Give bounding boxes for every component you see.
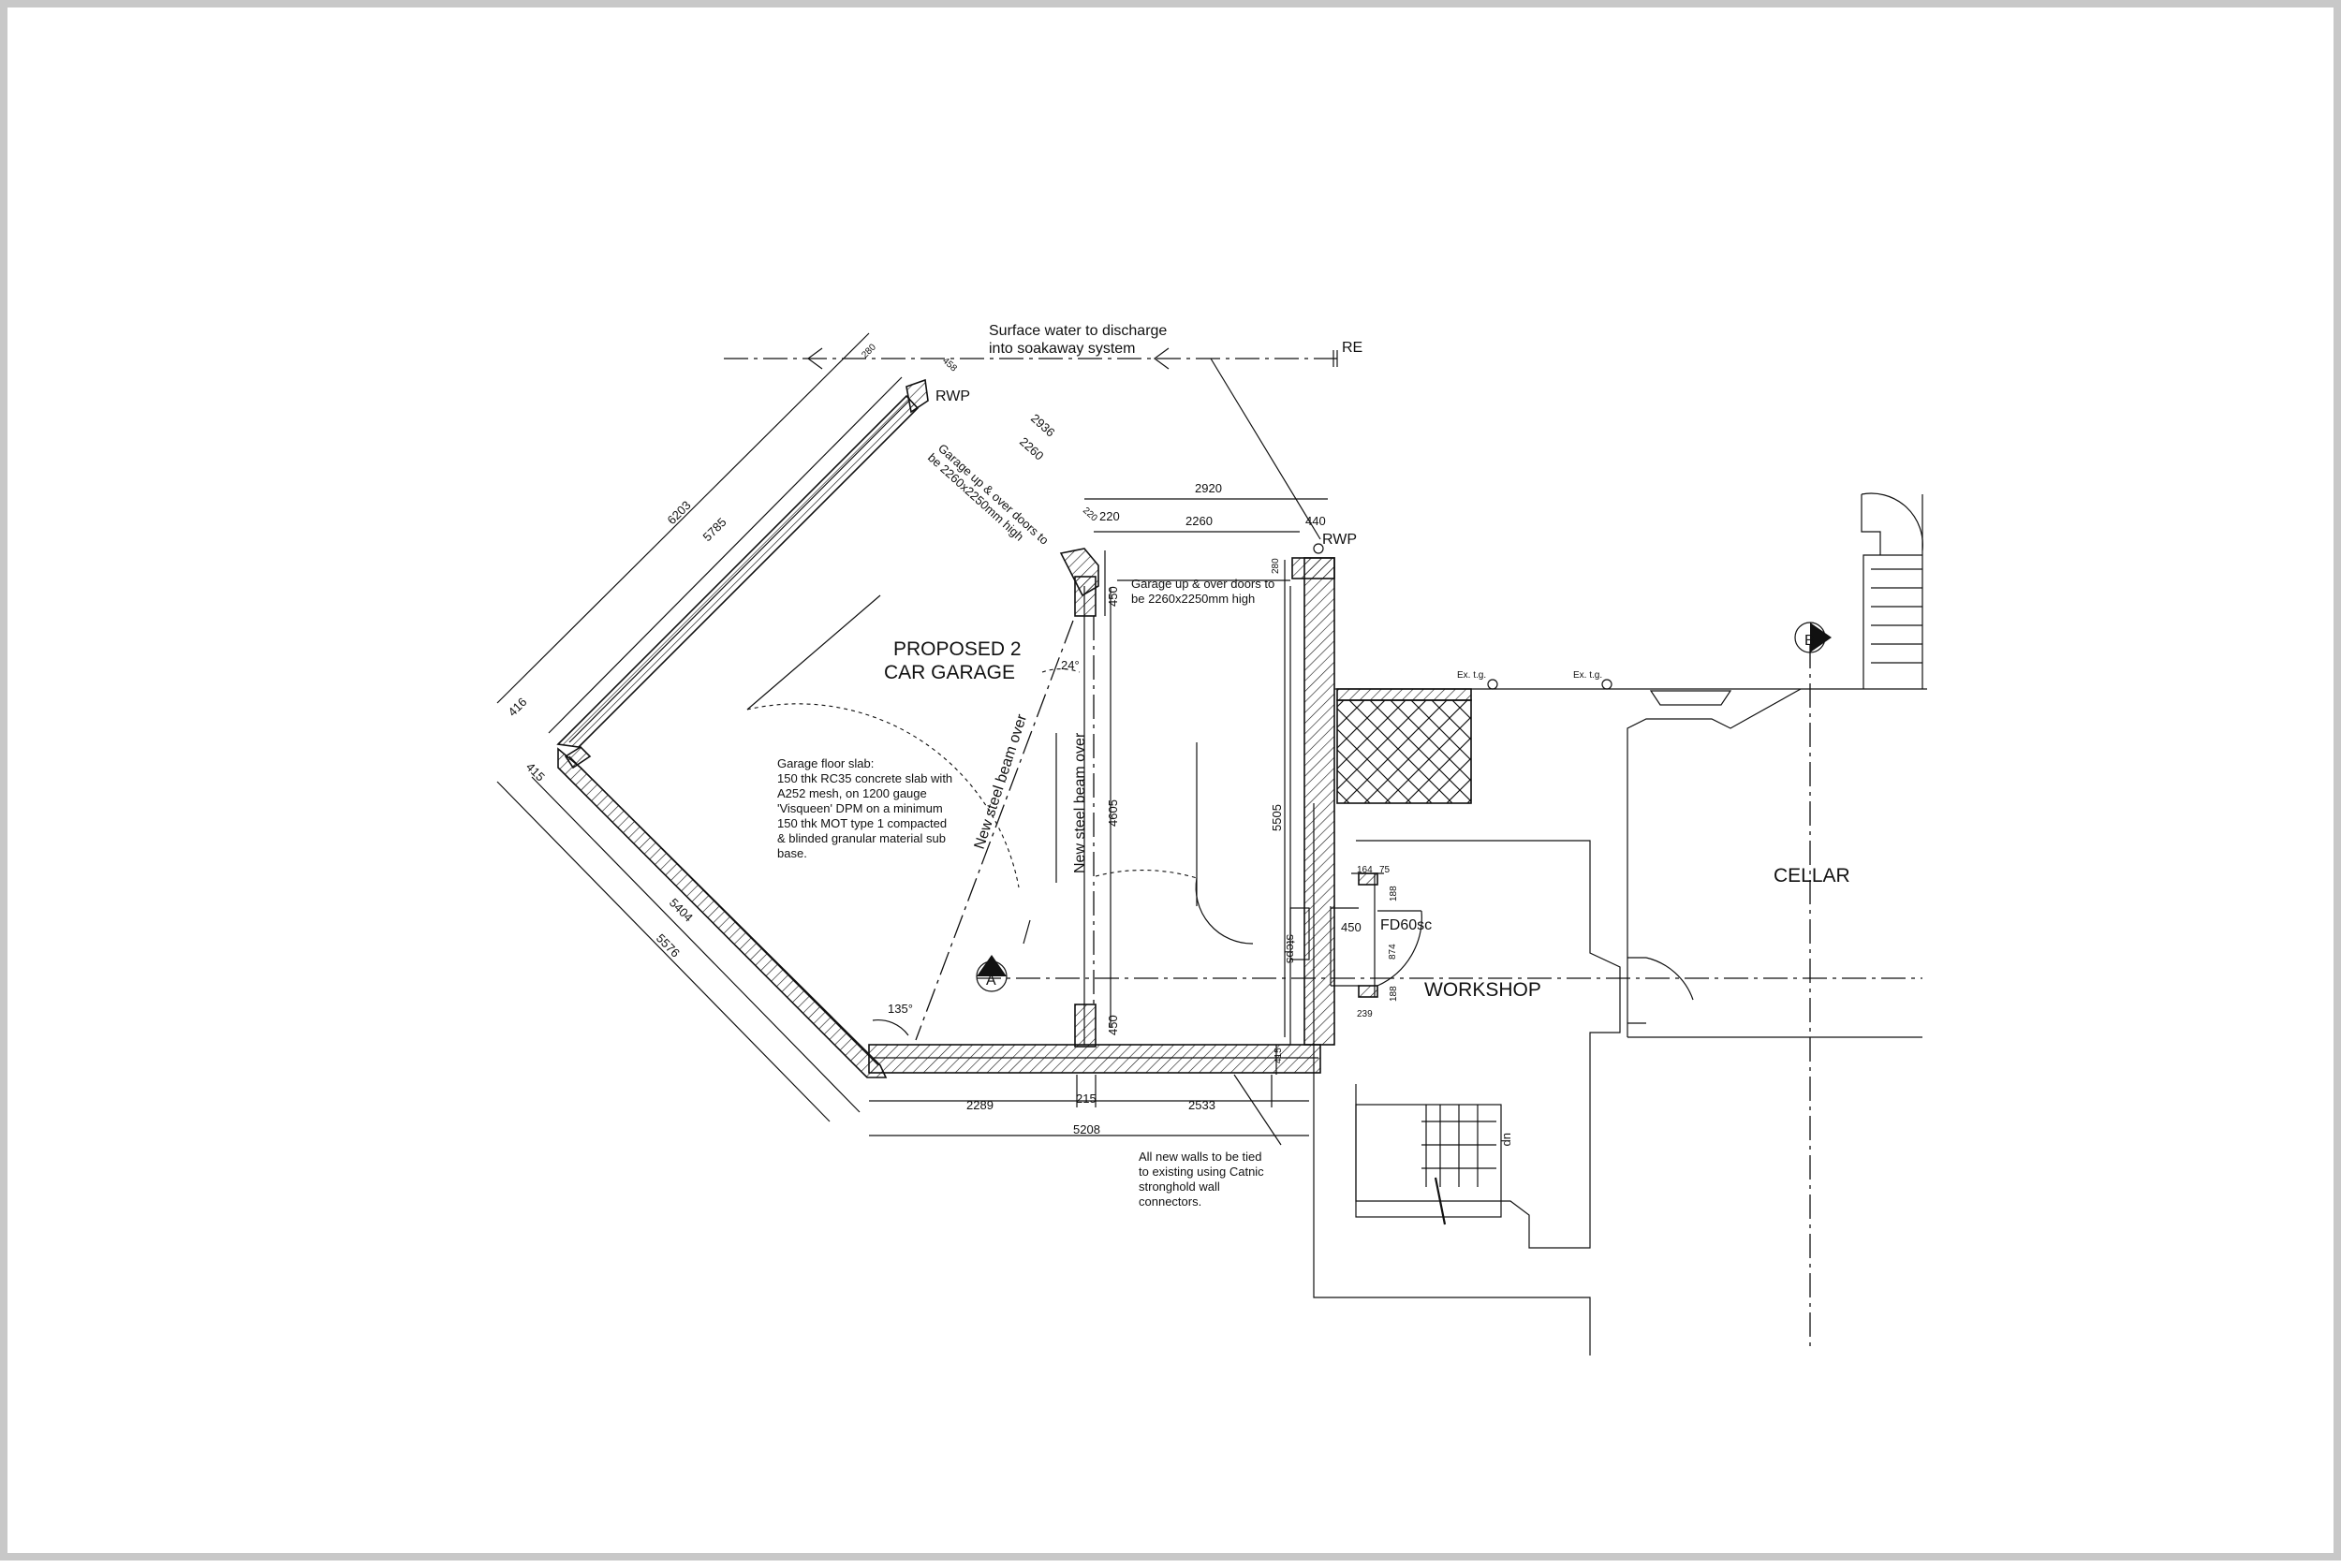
garage-angled-wing	[496, 332, 1099, 1122]
svg-text:75: 75	[1379, 865, 1391, 875]
svg-text:2533: 2533	[1188, 1098, 1215, 1112]
svg-text:220: 220	[1099, 509, 1120, 523]
svg-text:164: 164	[1357, 865, 1373, 875]
garage-main	[746, 557, 1335, 1074]
svg-text:450: 450	[1106, 586, 1120, 607]
svg-text:280: 280	[860, 342, 878, 360]
rwp-marker	[1313, 543, 1324, 554]
svg-text:450: 450	[1341, 920, 1362, 934]
svg-text:280: 280	[1271, 558, 1281, 574]
svg-text:RWP: RWP	[935, 388, 970, 404]
room-label-cellar: CELLAR	[1774, 865, 1850, 887]
svg-text:FD60sc: FD60sc	[1380, 917, 1432, 933]
svg-text:Garage up & over doors to: Garage up & over doors to	[1131, 577, 1274, 591]
svg-text:2920: 2920	[1195, 481, 1222, 495]
svg-text:450: 450	[1106, 1015, 1120, 1035]
svg-text:RWP: RWP	[1322, 532, 1357, 548]
svg-text:A252 mesh, on 1200 gauge: A252 mesh, on 1200 gauge	[777, 786, 927, 800]
svg-text:be 2260x2250mm high: be 2260x2250mm high	[925, 450, 1026, 544]
svg-text:24°: 24°	[1061, 658, 1080, 672]
room-label-workshop: WORKSHOP	[1424, 979, 1541, 1001]
svg-text:415: 415	[1274, 1048, 1284, 1063]
existing-building	[1289, 492, 1927, 1356]
svg-text:2289: 2289	[966, 1098, 994, 1112]
svg-text:A: A	[986, 973, 996, 989]
annotations: Surface water to discharge into soakaway…	[777, 323, 1602, 1209]
svg-text:into soakaway system: into soakaway system	[989, 341, 1136, 357]
svg-text:'Visqueen' DPM on a minimum: 'Visqueen' DPM on a minimum	[777, 801, 943, 815]
svg-text:188: 188	[1389, 886, 1399, 901]
svg-text:215: 215	[1076, 1092, 1097, 1106]
svg-text:up: up	[1501, 1133, 1515, 1146]
svg-text:5208: 5208	[1073, 1122, 1100, 1136]
svg-text:416: 416	[506, 695, 530, 719]
svg-text:Ex. t.g.: Ex. t.g.	[1457, 670, 1486, 681]
svg-text:be 2260x2250mm high: be 2260x2250mm high	[1131, 592, 1255, 606]
room-label-garage-2: CAR GARAGE	[884, 662, 1015, 683]
floor-plan: A B PROPOSED 2 CAR GARAGE WORKSHOP CELLA…	[496, 323, 1927, 1356]
svg-text:2260: 2260	[1185, 514, 1213, 528]
svg-text:440: 440	[1305, 514, 1326, 528]
svg-text:2260: 2260	[1017, 434, 1047, 462]
svg-text:steps: steps	[1284, 934, 1298, 964]
angle-135-arc	[872, 1019, 909, 1036]
section-marker-a: A	[976, 955, 1008, 992]
svg-text:5785: 5785	[700, 515, 729, 544]
boundary-drain-line	[724, 347, 1338, 540]
svg-text:874: 874	[1388, 944, 1398, 960]
svg-text:220: 220	[1081, 506, 1099, 524]
tie-note: All new walls to be tied to existing usi…	[1139, 1150, 1264, 1209]
svg-text:188: 188	[1389, 986, 1399, 1002]
dimension-lines	[869, 498, 1384, 1146]
svg-text:150 thk MOT type 1 compacted: 150 thk MOT type 1 compacted	[777, 816, 947, 830]
svg-text:4605: 4605	[1106, 799, 1120, 827]
svg-text:239: 239	[1357, 1009, 1373, 1019]
slab-note: Garage floor slab: 150 thk RC35 concrete…	[777, 756, 952, 860]
svg-text:Surface water to discharge: Surface water to discharge	[989, 323, 1167, 339]
svg-text:135°: 135°	[888, 1002, 913, 1016]
svg-text:5505: 5505	[1270, 804, 1284, 831]
room-label-garage-1: PROPOSED 2	[893, 638, 1022, 660]
svg-text:Ex. t.g.: Ex. t.g.	[1573, 670, 1602, 681]
svg-text:B: B	[1804, 633, 1815, 649]
svg-text:to existing using Catnic: to existing using Catnic	[1139, 1165, 1264, 1179]
room-labels: PROPOSED 2 CAR GARAGE WORKSHOP CELLAR	[884, 638, 1850, 1001]
section-marker-b: B	[1794, 622, 1832, 653]
svg-text:RE: RE	[1342, 340, 1362, 356]
angle-24-arc	[1041, 668, 1081, 673]
svg-text:stronghold wall: stronghold wall	[1139, 1180, 1220, 1194]
svg-text:415: 415	[523, 760, 548, 784]
svg-text:150 thk RC35 concrete slab wit: 150 thk RC35 concrete slab with	[777, 771, 952, 785]
svg-text:base.: base.	[777, 846, 807, 860]
svg-text:New steel beam over: New steel beam over	[1072, 732, 1088, 873]
svg-text:New steel beam over: New steel beam over	[972, 711, 1031, 851]
svg-text:2936: 2936	[1028, 411, 1058, 439]
svg-text:Garage floor slab:: Garage floor slab:	[777, 756, 874, 770]
svg-text:All new walls to be tied: All new walls to be tied	[1139, 1150, 1262, 1164]
svg-text:& blinded granular material su: & blinded granular material sub	[777, 831, 946, 845]
svg-text:connectors.: connectors.	[1139, 1194, 1201, 1209]
stairs	[1355, 568, 1922, 1225]
